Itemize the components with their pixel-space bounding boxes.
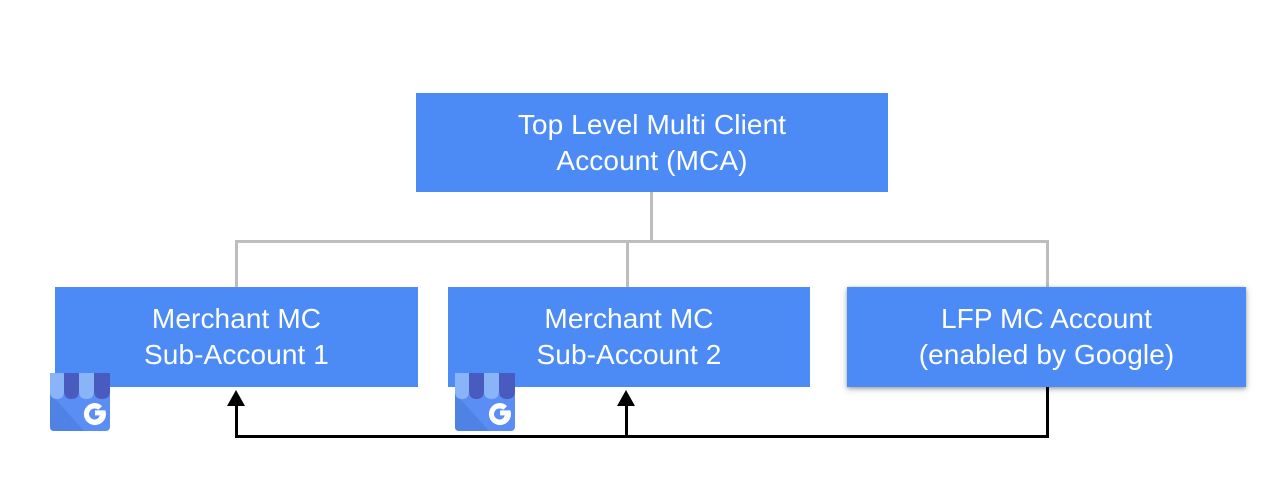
arrowhead-up-sub2-icon (617, 390, 635, 406)
node-merchant-sub-account-1-label: Merchant MC Sub-Account 1 (144, 303, 329, 370)
flow-riser-lfp (1046, 387, 1049, 438)
node-lfp-mc-account: LFP MC Account (enabled by Google) (847, 287, 1246, 387)
node-merchant-sub-account-1: Merchant MC Sub-Account 1 (55, 287, 418, 387)
arrowhead-up-sub1-icon (227, 390, 245, 406)
flow-riser-sub2 (625, 404, 628, 438)
node-top-level-mca: Top Level Multi Client Account (MCA) (416, 93, 888, 192)
flow-riser-sub1 (235, 404, 238, 438)
connector-top-trunk (650, 192, 653, 243)
node-merchant-sub-account-2-label: Merchant MC Sub-Account 2 (536, 303, 722, 370)
node-top-level-mca-label: Top Level Multi Client Account (MCA) (517, 108, 787, 176)
google-my-business-icon (40, 363, 120, 435)
google-my-business-icon (445, 363, 525, 435)
connector-drop-lfp (1046, 240, 1049, 290)
connector-drop-sub2 (626, 240, 629, 290)
node-lfp-mc-account-label: LFP MC Account (enabled by Google) (918, 303, 1175, 370)
connector-drop-sub1 (235, 240, 238, 290)
connector-horizontal-bus (235, 240, 1049, 243)
flow-horizontal-bus (235, 435, 1049, 438)
node-merchant-sub-account-2: Merchant MC Sub-Account 2 (448, 287, 810, 387)
